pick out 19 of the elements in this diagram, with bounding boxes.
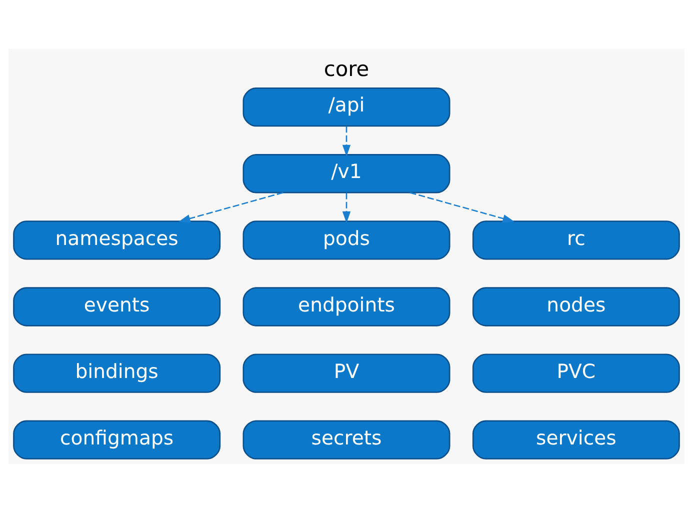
node-box: endpoints: [242, 287, 450, 326]
node-box: pods: [242, 220, 450, 260]
node-box: rc: [472, 220, 680, 260]
arrow: [178, 192, 284, 223]
node-box: PVC: [472, 354, 680, 393]
arrow: [410, 192, 515, 223]
diagram-title: core: [324, 57, 370, 82]
node-box: services: [472, 420, 680, 460]
node-box: nodes: [472, 287, 680, 326]
arrow: [342, 126, 351, 157]
node-box: /v1: [242, 154, 450, 194]
node-box: events: [13, 287, 221, 326]
node-box: namespaces: [13, 220, 221, 260]
arrow: [342, 192, 351, 224]
node-box: PV: [242, 354, 450, 393]
node-box: /api: [242, 88, 450, 127]
node-box: bindings: [13, 354, 221, 393]
node-box: configmaps: [13, 420, 221, 460]
node-box: secrets: [242, 420, 450, 460]
